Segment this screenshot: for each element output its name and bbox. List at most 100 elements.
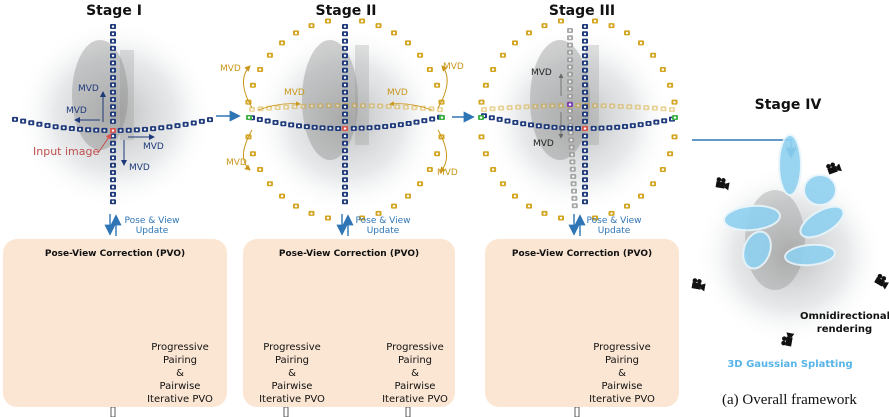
camera-lens <box>625 31 629 35</box>
camera-lens <box>639 41 643 45</box>
camera-icon <box>391 203 397 209</box>
camera-body <box>626 104 633 110</box>
camera-icon <box>669 107 675 112</box>
pvo-text-line: Pairwise <box>394 381 436 392</box>
camera-icon <box>417 181 424 187</box>
video-camera-reel <box>692 278 698 283</box>
camera-icon <box>571 188 577 194</box>
camera-lens <box>568 51 572 54</box>
camera-icon <box>52 124 59 130</box>
camera-icon <box>660 106 667 112</box>
camera-lens <box>583 32 587 36</box>
camera-lens <box>406 41 410 45</box>
camera-icon <box>110 111 116 117</box>
camera-lens <box>568 36 572 40</box>
camera-icon <box>520 121 527 127</box>
camera-lens <box>568 44 572 47</box>
stage-1-mvd-up-label: MVD <box>78 84 99 94</box>
camera-lens <box>151 127 155 130</box>
camera-lens <box>653 107 657 110</box>
camera-icon <box>637 40 644 46</box>
camera-lens <box>480 101 483 104</box>
camera-icon <box>342 148 348 154</box>
camera-lens <box>479 116 483 119</box>
camera-lens <box>168 125 171 129</box>
camera-lens <box>111 129 115 132</box>
camera-lens <box>343 164 347 167</box>
camera-lens <box>280 194 284 198</box>
pvo-text-line: Progressive <box>151 342 209 353</box>
camera-lens <box>392 204 396 208</box>
camera-icon <box>582 126 588 131</box>
camera-icon <box>499 181 506 187</box>
camera-icon <box>110 24 116 29</box>
camera-lens <box>553 126 556 129</box>
camera-icon <box>567 130 574 136</box>
camera-icon <box>110 199 116 205</box>
camera-body <box>411 105 418 111</box>
camera-icon <box>110 97 116 102</box>
camera-icon <box>110 45 116 51</box>
camera-body <box>515 104 522 110</box>
camera-lens <box>484 152 488 155</box>
camera-icon <box>571 203 578 209</box>
camera-lens <box>284 105 288 109</box>
camera-icon <box>150 126 157 132</box>
camera-lens <box>490 116 494 119</box>
camera-lens <box>583 61 587 65</box>
camera-icon <box>375 210 382 216</box>
camera-icon <box>125 127 132 133</box>
camera-icon <box>523 104 530 110</box>
camera-lens <box>353 104 356 107</box>
camera-lens <box>583 40 587 43</box>
camera-icon <box>342 38 348 44</box>
camera-lens <box>583 98 587 101</box>
camera-lens <box>673 101 676 104</box>
camera-icon <box>557 103 564 109</box>
camera-lens <box>662 119 666 122</box>
camera-body <box>368 103 375 109</box>
stage-2-mvd-bl-label: MVD <box>226 158 247 168</box>
stage-2-mvd-arc-left-label: MVD <box>284 88 305 98</box>
camera-lens <box>645 106 648 109</box>
camera-icon <box>659 67 666 73</box>
gaussian-ellipse <box>799 205 845 239</box>
camera-body <box>402 104 409 110</box>
camera-icon <box>342 133 348 139</box>
camera-lens <box>70 127 74 130</box>
camera-lens <box>293 105 296 108</box>
camera-icon <box>110 75 116 81</box>
camera-icon <box>280 121 287 127</box>
camera-lens <box>294 204 298 208</box>
camera-icon <box>659 166 666 172</box>
camera-lens <box>525 105 528 108</box>
camera-lens <box>491 168 495 171</box>
camera-lens <box>343 47 347 50</box>
camera-icon <box>512 193 519 199</box>
camera-lens <box>570 138 573 142</box>
camera-icon <box>499 52 506 58</box>
camera-lens <box>396 105 399 109</box>
camera-lens <box>583 54 587 57</box>
camera-icon <box>404 193 411 199</box>
camera-body <box>549 103 556 109</box>
camera-lens <box>343 200 347 203</box>
camera-lens <box>200 120 204 123</box>
camera-lens <box>406 194 410 198</box>
camera-icon <box>283 104 290 110</box>
camera-icon <box>582 177 588 183</box>
camera-lens <box>343 186 347 189</box>
camera-lens <box>282 122 285 126</box>
video-camera-body <box>691 282 702 290</box>
camera-icon <box>342 191 348 197</box>
stage-3-title: Stage III <box>548 3 616 19</box>
camera-icon <box>190 120 197 126</box>
camera-lens <box>661 168 665 171</box>
camera-body <box>360 103 367 109</box>
gaussian-ellipse <box>778 134 802 196</box>
camera-lens <box>583 193 587 196</box>
camera-icon <box>325 103 332 109</box>
camera-lens <box>428 168 432 171</box>
camera-lens <box>111 40 115 43</box>
camera-icon <box>110 162 116 168</box>
